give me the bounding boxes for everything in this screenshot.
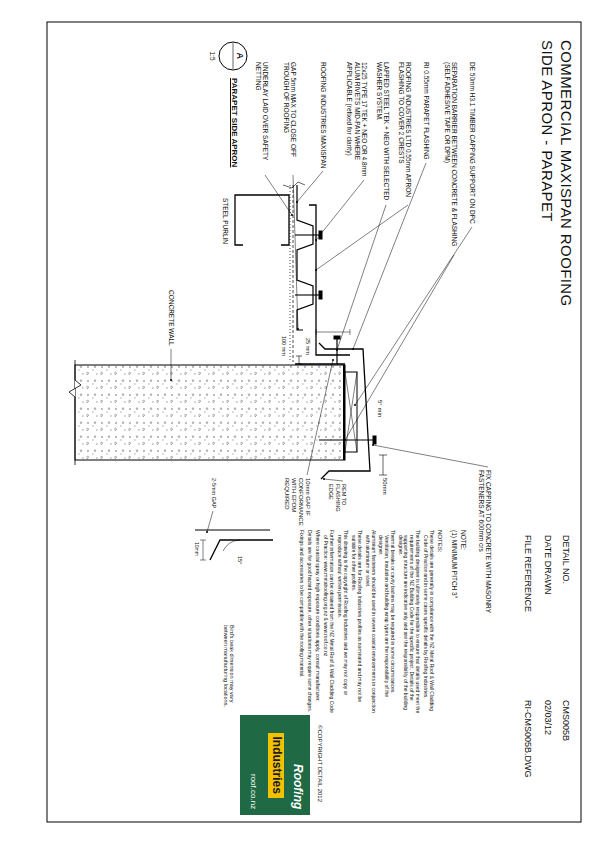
leader-dot: [315, 269, 317, 271]
note-text: These details are for Roofing Industries…: [351, 530, 363, 715]
leader-line: [324, 479, 343, 481]
leader-line: [265, 175, 292, 215]
copyright-text: ©COPYRIGHT DETAIL 2012: [316, 725, 323, 802]
leader-dot: [323, 478, 325, 480]
dimension-label: 15°: [237, 556, 243, 564]
leader-line: [355, 227, 472, 405]
leader-line: [307, 360, 333, 475]
leader-dot: [372, 444, 374, 446]
dimension-label: 5° min: [376, 400, 383, 417]
title-block-value: 02/03/12: [543, 700, 553, 735]
leader-dot: [297, 328, 299, 330]
note-text: Further information can be obtained from…: [323, 530, 335, 715]
leader-dot: [296, 201, 298, 203]
leader-line: [293, 175, 298, 329]
dimension-label: 100 mm: [281, 336, 287, 356]
leader-dot: [332, 359, 334, 361]
title-block-value: RI-CMS005B.DWG: [523, 700, 533, 778]
logo-word: Industries: [268, 733, 284, 798]
leader-dot: [352, 348, 354, 350]
part-label: CONCRETE WALL: [168, 290, 175, 346]
drawing-title: COMMERCIAL MAXISPAN ROOFING SIDE APRON -…: [538, 40, 576, 330]
dimension-label: 10mm: [193, 542, 199, 556]
leader-line: [171, 349, 172, 380]
callout-label: ROOFING INDUSTRIES LTD 0.55mm APRON FLAS…: [397, 62, 412, 202]
logo-word: Roofing: [290, 764, 304, 809]
note-heading: NOTES:: [436, 530, 443, 552]
logo-url: roof.co.nz: [249, 774, 258, 809]
leader-dot: [336, 349, 338, 351]
leader-dot: [354, 404, 356, 406]
callout-label: UNDERLAY LAID OVER SAFETY NETTING: [254, 62, 269, 172]
callout-label: REM TO FLASHING EDGE: [328, 484, 347, 528]
part-label: STEEL PURLIN: [222, 198, 229, 244]
section-marker: A1:5: [219, 42, 247, 70]
callout-label: DE 50mm H3.1 TIMBER CAPPING SUPPORT ON D…: [469, 62, 476, 224]
leader-dot: [291, 214, 293, 216]
note-text: This drawing is the copyright of Roofing…: [337, 530, 349, 715]
marker-scale: 1:5: [209, 52, 216, 61]
note-text: The building designer is ultimately resp…: [397, 530, 420, 715]
leader-line: [207, 511, 213, 532]
callout-label: LAPPED STEEL TEK + NEO WITH SELECTED WAS…: [375, 62, 390, 202]
callout-label: RI 0.55mm PARAPET FLASHING: [423, 62, 430, 160]
callout-label: FIX CAPPING TO CONCRETE WITH MASONRY FAS…: [477, 470, 492, 640]
dimension-label: 50mm: [381, 478, 388, 495]
leader-dot: [344, 439, 346, 441]
note-text: Thermal breaks or cavity battens may be …: [378, 530, 395, 715]
leader-line: [373, 445, 488, 467]
callout-label: 10mm GAP IF CONFORMANCE WITH EPDM REQUIR…: [283, 478, 311, 536]
leader-line: [297, 171, 323, 202]
note-text: Bird's beak dimension may vary between m…: [222, 625, 235, 710]
title-block-field: DATE DRAWN: [543, 535, 553, 595]
callout-label: ROOFING INDUSTRIES MAXISPAN: [320, 62, 327, 168]
note-text: Fixings and accessories to be compatible…: [298, 530, 304, 677]
company-logo: Roofing Industries roof.co.nz: [240, 715, 310, 815]
note-text: Aluminium fasteners should be used in se…: [365, 530, 377, 715]
dimension-label: 25 mm: [305, 338, 311, 355]
title-block-field: FILE REFERENCE: [523, 535, 533, 612]
detail-caption: PARAPET SIDE APRON: [230, 78, 239, 167]
leader-line: [337, 205, 386, 350]
callout-label: 12x25 TYPE 17 TEK + NEO OR 4.8mm ALUM RI…: [346, 62, 368, 177]
note-text: Where coastal spray or high exposure con…: [314, 530, 320, 702]
note-text: These details are generally in complianc…: [423, 530, 435, 715]
callout-label: SEPARATION BARRIER BETWEEN CONCRETE & FL…: [443, 62, 458, 252]
leader-dot: [206, 531, 208, 533]
leader-line: [316, 180, 364, 240]
leader-dot: [315, 239, 317, 241]
leader-line: [316, 205, 408, 270]
leader-dot: [170, 379, 172, 381]
note-heading: NOTE:: [460, 530, 467, 550]
leader-line: [345, 255, 454, 440]
dimension-label: 2-5mm GAP: [211, 478, 217, 508]
note-text: Details are for good hazard exposure, ot…: [306, 530, 312, 712]
marker-letter: A: [235, 53, 245, 60]
note-text: (1) MINIMUM PITCH 3°: [451, 530, 458, 598]
title-block-value: CMS005B: [561, 700, 571, 741]
callout-label: GAP 5mm MAX TO CLOSE OFF TROUGH OF ROOFI…: [282, 62, 297, 172]
title-block-field: DETAIL NO.: [561, 535, 571, 584]
